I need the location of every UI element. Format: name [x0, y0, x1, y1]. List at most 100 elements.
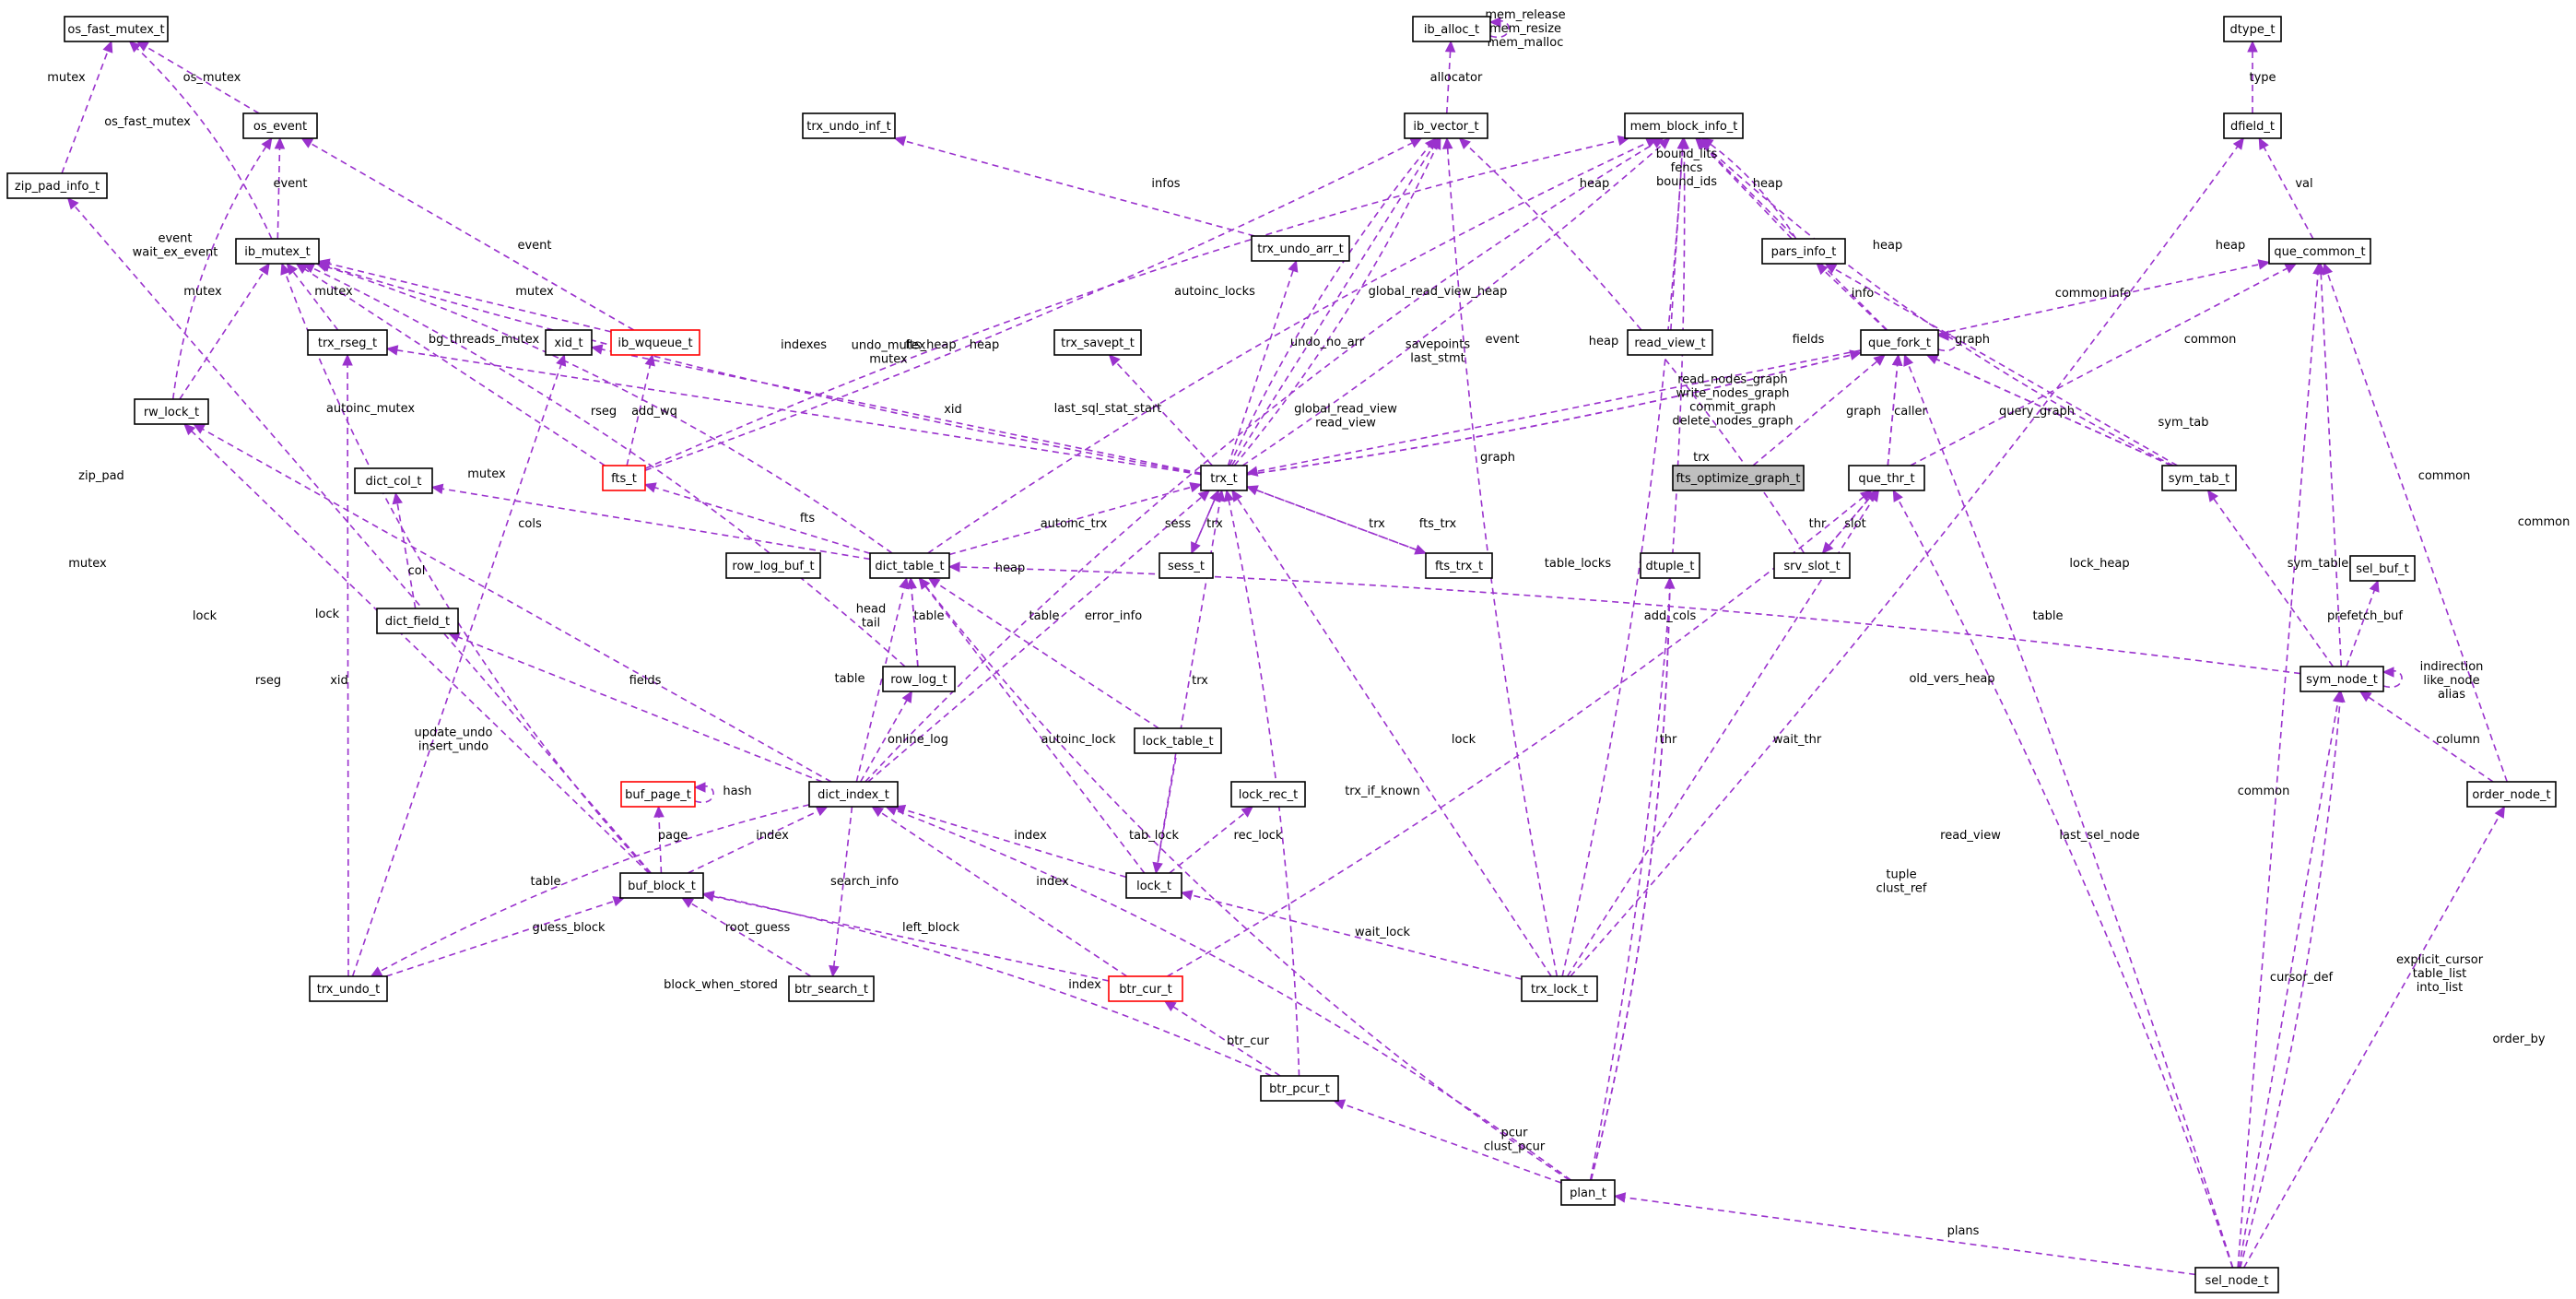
node-sel-buf-t[interactable]: sel_buf_t	[2349, 555, 2416, 582]
node-btr-search-t[interactable]: btr_search_t	[788, 975, 875, 1002]
node-xid-t[interactable]: xid_t	[545, 329, 593, 356]
node-ib-vector-t[interactable]: ib_vector_t	[1404, 112, 1488, 139]
node-row-log-t[interactable]: row_log_t	[882, 666, 956, 692]
node-srv-slot-t[interactable]: srv_slot_t	[1773, 552, 1851, 579]
node-label: dict_index_t	[817, 788, 889, 802]
node-buf-block-t[interactable]: buf_block_t	[619, 872, 704, 899]
node-label: lock_table_t	[1142, 735, 1213, 749]
arrowhead	[2284, 263, 2298, 274]
node-pars-info-t[interactable]: pars_info_t	[1761, 238, 1846, 265]
arrowhead	[1816, 263, 1829, 276]
node-plan-t[interactable]: plan_t	[1560, 1179, 1616, 1206]
node-box	[1159, 552, 1214, 579]
arrowhead	[1488, 17, 1501, 28]
node-que-common-t[interactable]: que_common_t	[2268, 238, 2371, 265]
node-dict-field-t[interactable]: dict_field_t	[376, 608, 459, 634]
node-fts-trx-t[interactable]: fts_trx_t	[1425, 552, 1493, 579]
edge-mutex-rowlog	[302, 263, 906, 667]
node-box	[309, 975, 388, 1002]
edge-heap-vec	[1230, 137, 1440, 466]
node-box	[2223, 112, 2282, 139]
node-order-node-t[interactable]: order_node_t	[2466, 781, 2557, 808]
node-trx-rseg-t[interactable]: trx_rseg_t	[307, 329, 388, 356]
edge-label-lock-trx: lock	[1452, 733, 1476, 747]
edge-label-root-guess: root_guess	[725, 921, 791, 935]
edge-guess-block	[385, 897, 625, 977]
node-trx-t[interactable]: trx_t	[1200, 465, 1248, 491]
edge-tab-lock	[1155, 752, 1177, 874]
edge-lock-dict	[193, 423, 832, 783]
edge-label-common-sym-node: common	[2418, 469, 2471, 483]
node-sym-tab-t[interactable]: sym_tab_t	[2161, 465, 2237, 491]
arrowhead	[1892, 489, 1903, 502]
node-read-view-t[interactable]: read_view_t	[1627, 329, 1713, 356]
arrowhead	[815, 806, 829, 817]
node-lock-t[interactable]: lock_t	[1125, 872, 1182, 899]
node-buf-page-t[interactable]: buf_page_t	[620, 781, 696, 808]
node-label: que_thr_t	[1858, 472, 1914, 486]
node-row-log-buf-t[interactable]: row_log_buf_t	[725, 552, 821, 579]
node-dtype-t[interactable]: dtype_t	[2223, 16, 2282, 42]
node-fts-t[interactable]: fts_t	[602, 465, 646, 491]
node-rw-lock-t[interactable]: rw_lock_t	[134, 398, 209, 425]
edge-label-allocator: allocator	[1430, 71, 1483, 85]
edge-trx-fork	[1246, 349, 1862, 475]
node-sess-t[interactable]: sess_t	[1159, 552, 1214, 579]
node-ib-alloc-t[interactable]: ib_alloc_t	[1412, 16, 1491, 42]
edge-label-global-read-view-heap: global_read_view_heap	[1369, 285, 1508, 299]
node-que-fork-t[interactable]: que_fork_t	[1860, 329, 1939, 356]
node-sel-node-t[interactable]: sel_node_t	[2194, 1267, 2279, 1293]
edge-label-cursor-def: cursor_def	[2270, 971, 2334, 985]
node-os-fast-mutex-t[interactable]: os_fast_mutex_t	[64, 16, 169, 42]
arrowhead	[1428, 136, 1440, 150]
node-sym-node-t[interactable]: sym_node_t	[2300, 666, 2384, 692]
node-box	[1200, 465, 1248, 491]
node-label: sym_node_t	[2306, 673, 2378, 687]
node-mem-block-info-t[interactable]: mem_block_info_t	[1624, 112, 1744, 139]
edge-label-page: page	[658, 829, 688, 843]
node-box	[545, 329, 593, 356]
arrowhead	[430, 483, 444, 494]
node-trx-undo-inf-t[interactable]: trx_undo_inf_t	[802, 112, 896, 139]
edge-last-sql-stat-start	[1108, 354, 1214, 466]
arrowhead	[1189, 481, 1203, 493]
edge-heap-index	[865, 137, 1664, 783]
node-trx-savept-t[interactable]: trx_savept_t	[1053, 329, 1142, 356]
edge-label-lock-dict: lock	[315, 608, 340, 621]
edge-label-autoinc-trx: autoinc_trx	[1041, 517, 1108, 531]
node-dict-index-t[interactable]: dict_index_t	[808, 781, 899, 808]
node-trx-lock-t[interactable]: trx_lock_t	[1521, 975, 1598, 1002]
node-box	[1053, 329, 1142, 356]
arrowhead	[1333, 1099, 1347, 1110]
edge-label-table-locks: table_locks	[1545, 557, 1612, 571]
node-label: os_event	[253, 120, 307, 134]
node-btr-pcur-t[interactable]: btr_pcur_t	[1260, 1075, 1339, 1102]
edge-left-block	[702, 893, 1110, 982]
node-trx-undo-arr-t[interactable]: trx_undo_arr_t	[1251, 235, 1350, 262]
node-fts-optimize-graph-t[interactable]: fts_optimize_graph_t	[1672, 465, 1805, 491]
node-label: trx_lock_t	[1531, 983, 1588, 997]
nodes-layer: os_fast_mutex_t zip_pad_info_t os_event ib_…	[6, 16, 2557, 1293]
edge-label-thr-slot: thr	[1809, 517, 1827, 531]
node-trx-undo-t[interactable]: trx_undo_t	[309, 975, 388, 1002]
node-zip-pad-info-t[interactable]: zip_pad_info_t	[6, 172, 108, 199]
edge-label-plans: plans	[1947, 1224, 1980, 1238]
node-ib-wqueue-t[interactable]: ib_wqueue_t	[610, 329, 700, 356]
node-dict-table-t[interactable]: dict_table_t	[869, 552, 950, 579]
node-lock-rec-t[interactable]: lock_rec_t	[1230, 781, 1306, 808]
node-que-thr-t[interactable]: que_thr_t	[1848, 465, 1925, 491]
node-os-event[interactable]: os_event	[242, 112, 318, 139]
node-label: sess_t	[1168, 560, 1205, 573]
node-label: xid_t	[554, 337, 582, 350]
edge-trx-if-known	[1226, 490, 1300, 1077]
node-box	[1251, 235, 1350, 262]
node-box	[1848, 465, 1925, 491]
node-dtuple-t[interactable]: dtuple_t	[1640, 552, 1700, 579]
node-btr-cur-t[interactable]: btr_cur_t	[1108, 975, 1183, 1002]
edge-label-add-wq: add_wq	[631, 405, 677, 419]
node-dfield-t[interactable]: dfield_t	[2223, 112, 2282, 139]
node-lock-table-t[interactable]: lock_table_t	[1134, 727, 1222, 754]
node-dict-col-t[interactable]: dict_col_t	[354, 467, 433, 494]
node-ib-mutex-t[interactable]: ib_mutex_t	[235, 238, 320, 265]
